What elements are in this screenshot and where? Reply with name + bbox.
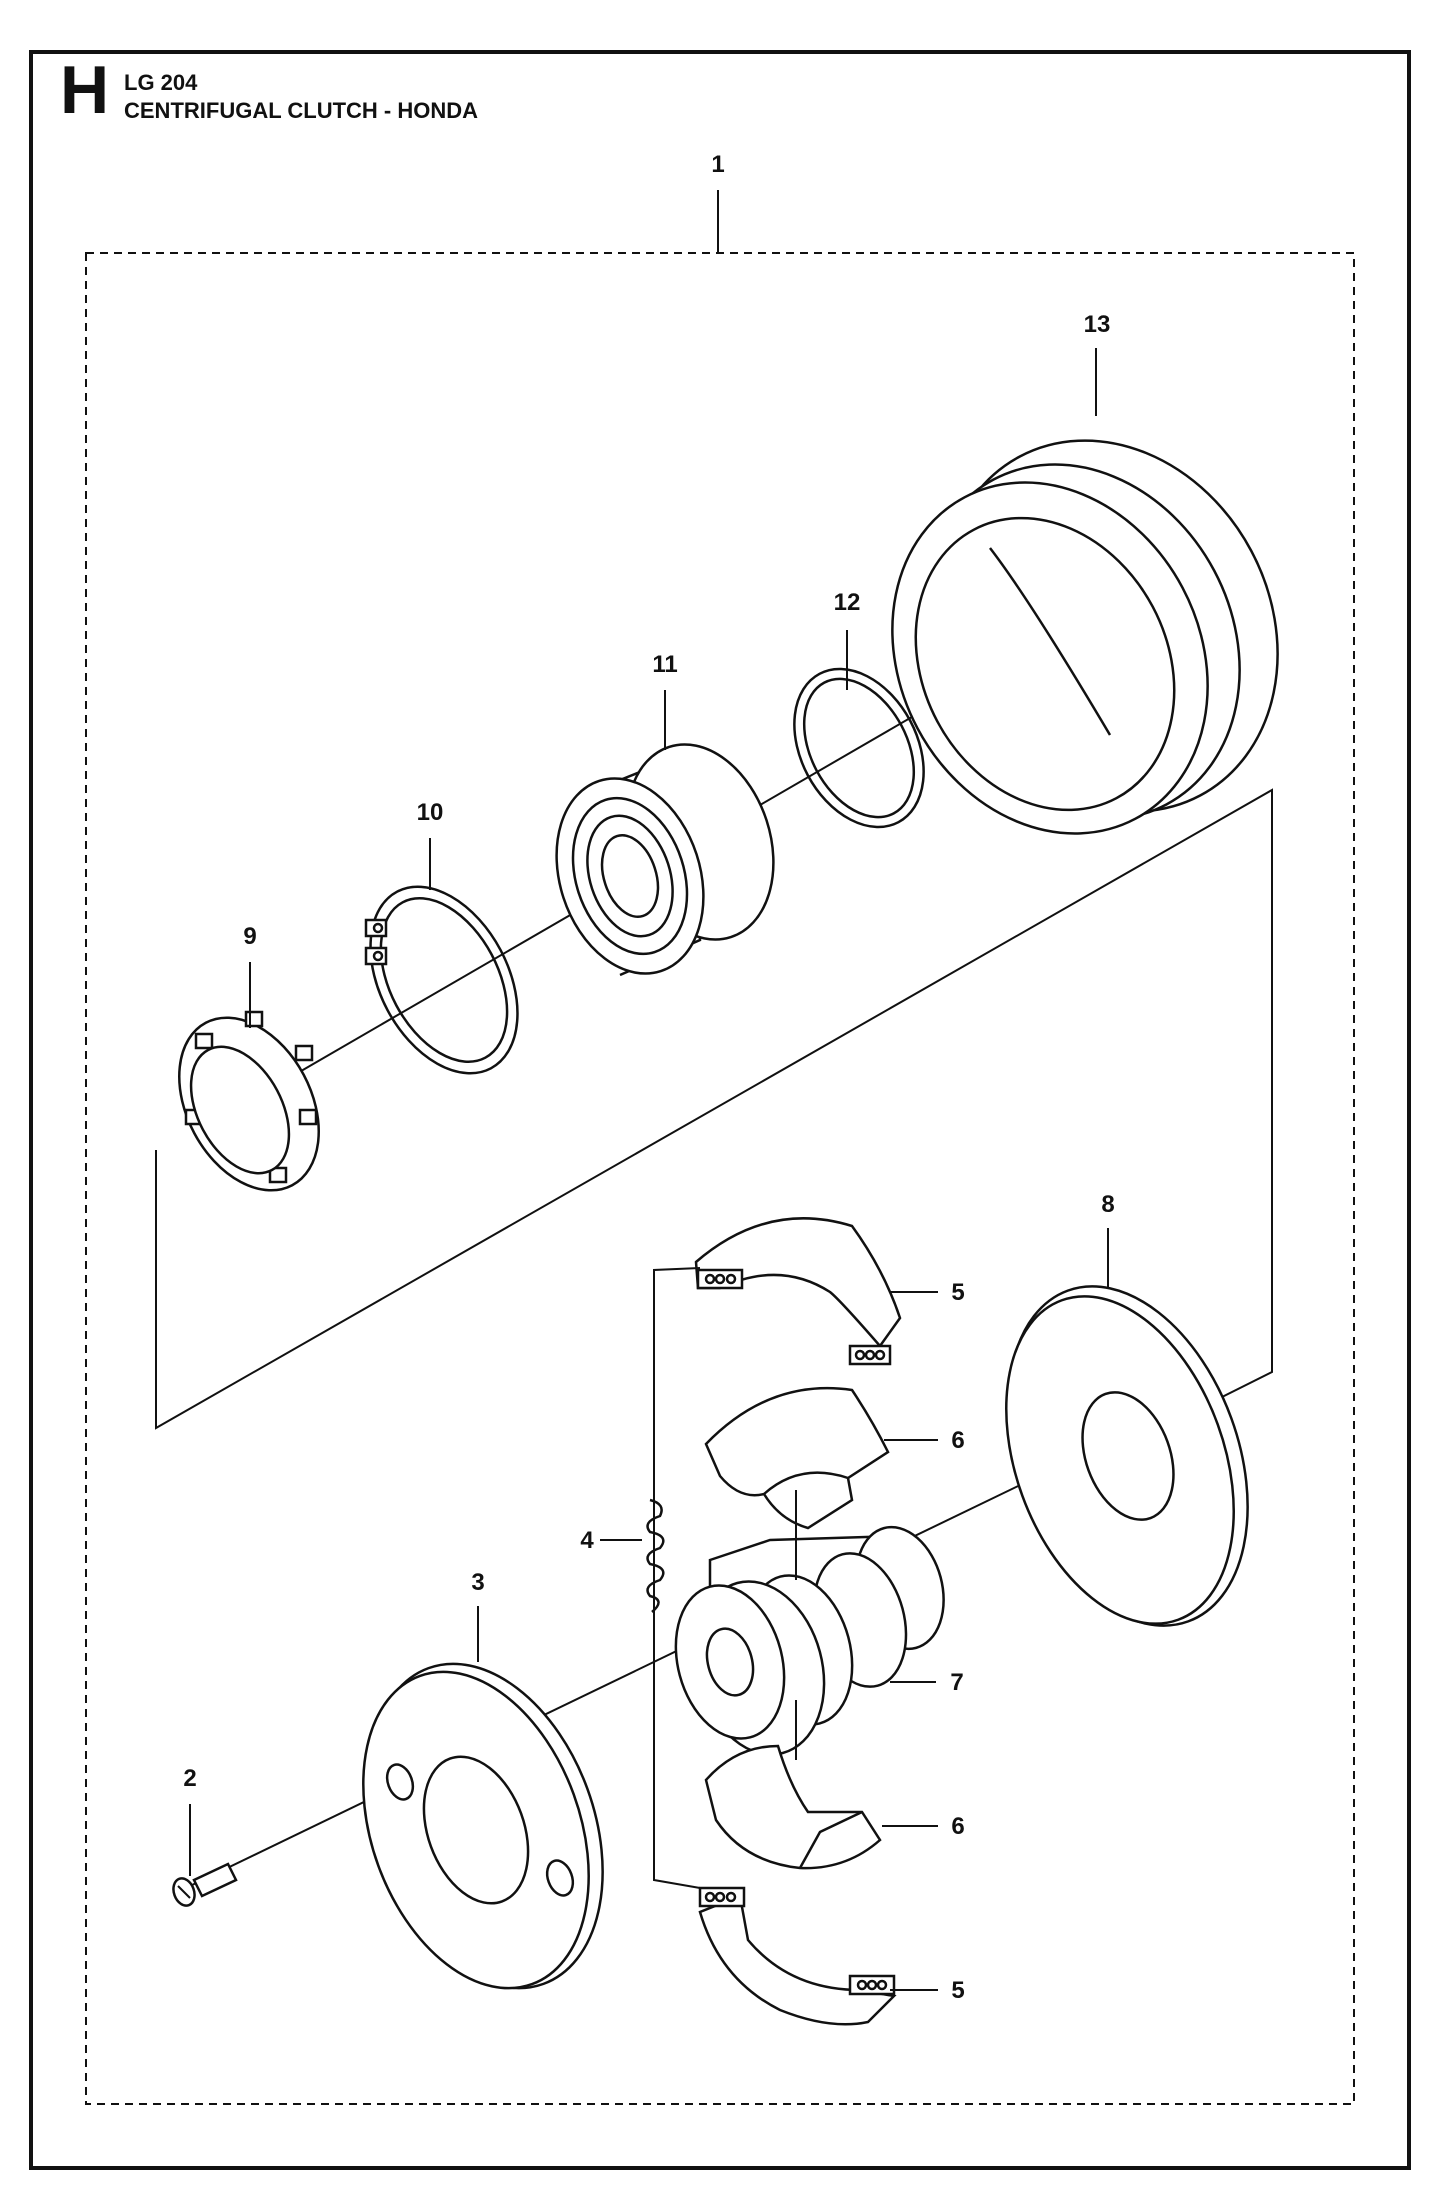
- callout-11: 11: [652, 651, 678, 750]
- callout-7: 7: [890, 1669, 964, 1696]
- callout-label: 2: [183, 1765, 196, 1792]
- callout-label: 4: [580, 1527, 594, 1554]
- axis-line-lower: [189, 1431, 1131, 1887]
- section-letter: H: [60, 52, 110, 128]
- callout-label: 1: [711, 151, 724, 178]
- callout-label: 11: [652, 651, 677, 678]
- callout-10: 10: [417, 799, 444, 890]
- callout-1: 1: [711, 151, 725, 253]
- callout-label: 10: [417, 799, 444, 826]
- callout-label: 5: [951, 1279, 964, 1306]
- ball-bearing: [555, 743, 775, 977]
- callout-2: 2: [183, 1765, 197, 1876]
- callout-6-upper: 6: [884, 1427, 965, 1454]
- callout-8: 8: [1101, 1191, 1115, 1288]
- callout-12: 12: [834, 589, 861, 690]
- shoe-guide-line: [653, 1267, 701, 1889]
- page-border: [29, 50, 1411, 2170]
- clutch-shoe-upper: [694, 1217, 902, 1366]
- circlip: [364, 885, 519, 1075]
- callout-9: 9: [243, 923, 257, 1028]
- callout-6-lower: 6: [882, 1813, 965, 1840]
- washer-ring: [793, 667, 925, 829]
- callout-4: 4: [580, 1527, 642, 1554]
- callout-5-upper: 5: [890, 1279, 965, 1306]
- callout-label: 7: [950, 1669, 963, 1696]
- clutch-weight-lower: [704, 1744, 882, 1870]
- clutch-weight-upper: [704, 1386, 890, 1530]
- callout-label: 5: [951, 1977, 964, 2004]
- clutch-spring: [646, 1498, 665, 1613]
- clutch-hub: [674, 1525, 945, 1756]
- callout-label: 13: [1084, 311, 1111, 338]
- callout-13: 13: [1084, 311, 1111, 416]
- section-title: CENTRIFUGAL CLUTCH - HONDA: [124, 98, 479, 123]
- callout-label: 9: [243, 923, 256, 950]
- callout-label: 12: [834, 589, 861, 616]
- clutch-drum: [891, 439, 1279, 835]
- clutch-plate: [362, 1662, 604, 1990]
- assembly-link: [155, 788, 1273, 1430]
- callout-label: 6: [951, 1427, 964, 1454]
- screw: [172, 1862, 238, 1907]
- callout-3: 3: [471, 1569, 485, 1662]
- callout-label: 8: [1101, 1191, 1114, 1218]
- callout-label: 6: [951, 1813, 964, 1840]
- clutch-shoe-lower: [698, 1886, 897, 2026]
- callout-5-lower: 5: [890, 1977, 965, 2004]
- lock-washer: [178, 1010, 320, 1192]
- kit-boundary: [85, 252, 1355, 2105]
- model-label: LG 204: [124, 70, 198, 95]
- callout-label: 3: [471, 1569, 484, 1596]
- large-washer: [1005, 1285, 1249, 1627]
